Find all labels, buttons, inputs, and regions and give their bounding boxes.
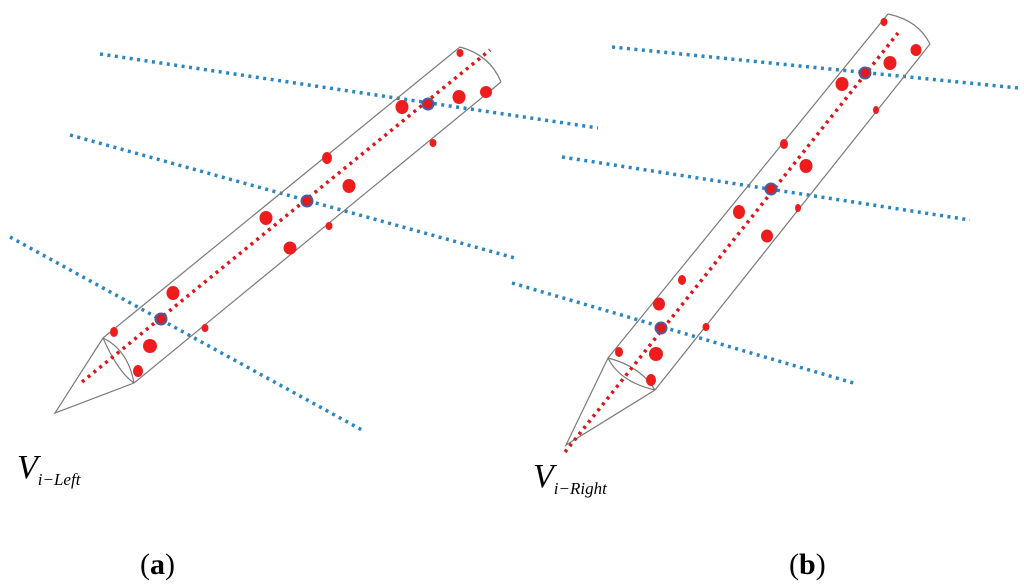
variable-label-left: Vi−Left: [17, 449, 82, 489]
sample-point: [429, 139, 437, 147]
sample-point: [201, 324, 209, 332]
sample-point: [322, 152, 332, 164]
panel-label-a: (a): [140, 548, 175, 581]
sample-point: [283, 241, 297, 255]
sample-point: [133, 365, 143, 377]
sample-point: [795, 204, 801, 212]
sample-point: [653, 297, 665, 311]
scan-line: [561, 155, 971, 222]
sample-point: [325, 222, 333, 230]
sample-point: [110, 327, 118, 337]
panel-b: Vi−Right (b): [511, 13, 1019, 581]
sample-point: [143, 339, 157, 353]
sample-point: [649, 347, 663, 361]
sample-point: [761, 229, 773, 243]
sample-point: [166, 286, 180, 300]
intersection-point: [421, 97, 435, 111]
sample-point: [873, 106, 879, 114]
sample-point: [395, 100, 409, 114]
intersection-point: [764, 182, 778, 196]
cylinder-outline: [564, 13, 931, 447]
sample-point: [615, 347, 623, 357]
scan-line: [99, 52, 599, 130]
axis-line: [80, 48, 492, 384]
sample-point: [342, 179, 356, 193]
sample-point: [456, 49, 464, 57]
scan-line: [611, 45, 1019, 90]
intersection-point: [858, 66, 872, 80]
sample-point: [678, 275, 686, 285]
variable-label-right: Vi−Right: [533, 458, 608, 498]
sample-point: [733, 205, 745, 219]
sample-point: [910, 44, 922, 56]
scan-line: [69, 133, 516, 260]
sample-point: [480, 86, 492, 98]
panel-a: Vi−Left (a): [9, 46, 599, 581]
scan-line: [511, 281, 858, 386]
sample-point: [880, 18, 888, 26]
cylinder-outline: [53, 46, 502, 415]
sample-point: [702, 323, 710, 331]
panel-label-b: (b): [789, 548, 826, 581]
sample-point: [835, 77, 849, 91]
sample-point: [646, 374, 656, 386]
intersection-point: [300, 194, 314, 208]
axis-line: [563, 31, 900, 454]
intersection-point: [154, 312, 168, 326]
sample-point: [883, 56, 897, 70]
sample-point: [452, 90, 466, 104]
intersection-point: [654, 321, 668, 335]
sample-point: [259, 211, 273, 225]
sample-point: [799, 159, 813, 173]
sample-point: [780, 139, 788, 149]
